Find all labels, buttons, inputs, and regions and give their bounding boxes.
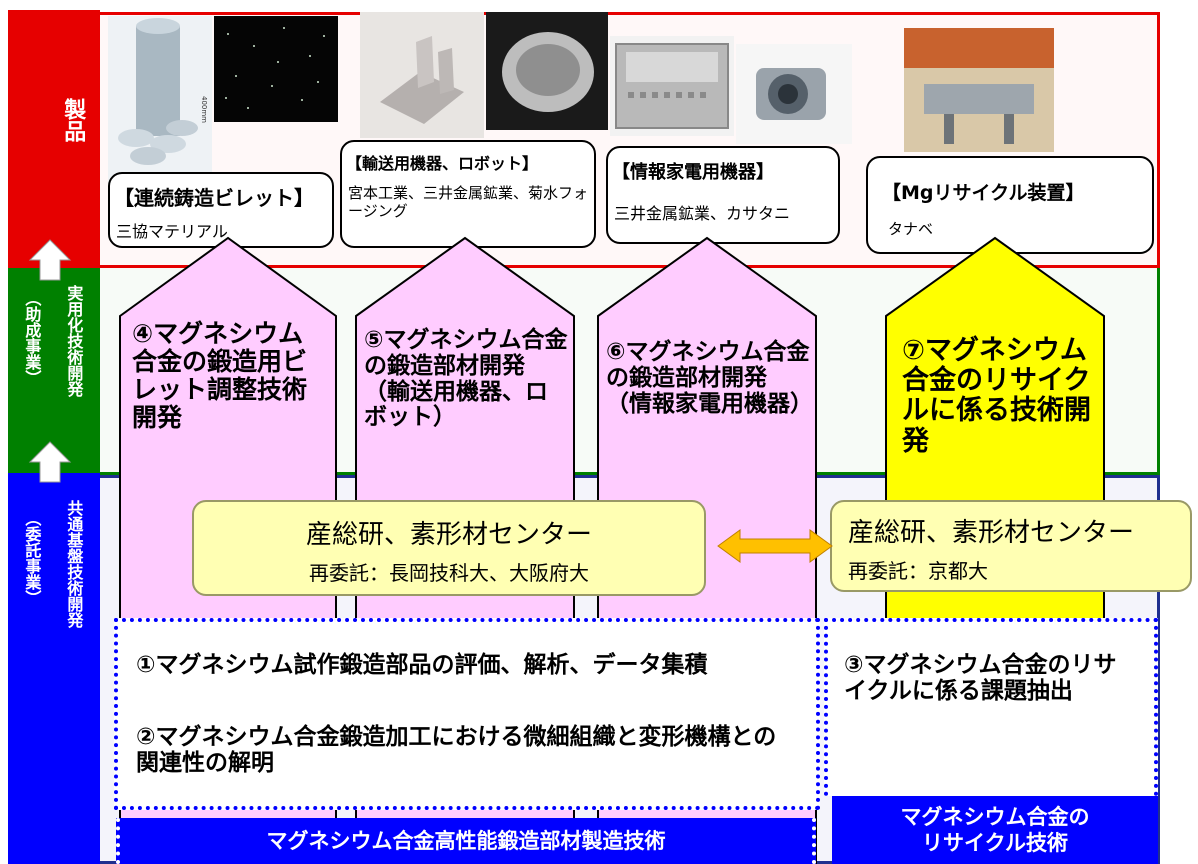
- tasks-box-right: ③マグネシウム合金のリサイクルに係る課題抽出: [824, 618, 1158, 796]
- product-title: 【連続鋳造ビレット】: [114, 186, 314, 210]
- product-company: 三井金属鉱業、カサタニ: [614, 204, 791, 223]
- billet-photo: 400mm 145mm: [108, 16, 212, 186]
- center-right-line2: 再委託：京都大: [848, 559, 988, 583]
- product-title: 【Mgリサイクル装置】: [882, 182, 1085, 204]
- product-box-billet: 【連続鋳造ビレット】 三協マテリアル: [108, 172, 334, 248]
- center-box-right: 産総研、素形材センター 再委託：京都大: [830, 500, 1192, 592]
- tasks-box-left: ①マグネシウム試作鍛造部品の評価、解析、データ集積 ②マグネシウム合金鍛造加工に…: [114, 618, 820, 810]
- arrow-7-label: ⑦マグネシウム合金のリサイクルに係る技術開発: [902, 335, 1091, 457]
- practical-sublabel: （助成事業）: [22, 290, 42, 386]
- forged-part-photo: [360, 12, 484, 138]
- product-band-bar: [8, 10, 100, 268]
- practical-label: 実用化技術開発: [64, 285, 84, 397]
- product-label: 製品: [60, 98, 86, 142]
- arrow-5-label: ⑤マグネシウム合金の鍛造部材開発（輸送用機器、ロボット）: [364, 327, 568, 431]
- product-company: タナベ: [888, 220, 934, 238]
- recycling-plant-photo: [904, 28, 1054, 152]
- center-right-line1: 産総研、素形材センター: [848, 518, 1135, 548]
- bottom-tab-recycling: マグネシウム合金のリサイクル技術: [832, 796, 1158, 864]
- common-sublabel: （委託事業）: [22, 510, 42, 606]
- arrow-6-label: ⑥マグネシウム合金の鍛造部材開発（情報家電用機器）: [606, 339, 813, 417]
- double-arrow-icon: [717, 529, 833, 563]
- center-box-left: 産総研、素形材センター 再委託：長岡技科大、大阪府大: [192, 500, 706, 596]
- center-left-line2: 再委託：長岡技科大、大阪府大: [309, 561, 589, 585]
- microstructure-photo: [214, 16, 338, 122]
- arrow-4-label: ④マグネシウム合金の鍛造用ビレット調整技術開発: [132, 319, 308, 432]
- product-box-recycling: 【Mgリサイクル装置】 タナベ: [866, 156, 1154, 254]
- piston-photo: [486, 12, 608, 130]
- product-title: 【情報家電用機器】: [612, 162, 774, 183]
- up-arrow-icon: [28, 441, 72, 483]
- task-3: ③マグネシウム合金のリサイクルに係る課題抽出: [844, 652, 1117, 704]
- center-left-line1: 産総研、素形材センター: [305, 520, 592, 550]
- product-company: 三協マテリアル: [116, 222, 228, 241]
- task-1: ①マグネシウム試作鍛造部品の評価、解析、データ集積: [136, 652, 708, 678]
- product-company: 宮本工業、三井金属鉱業、菊水フォージング: [348, 184, 589, 220]
- product-title: 【輸送用機器、ロボット】: [346, 154, 539, 173]
- bottom-tab-forging: マグネシウム合金高性能鍛造部材製造技術: [116, 818, 816, 864]
- common-band-bar: [8, 473, 100, 864]
- product-box-transport: 【輸送用機器、ロボット】 宮本工業、三井金属鉱業、菊水フォージング: [340, 140, 596, 248]
- camera-photo: [736, 44, 852, 144]
- task-2: ②マグネシウム合金鍛造加工における微細組織と変形機構との関連性の解明: [136, 724, 777, 776]
- housing-photo: [610, 36, 734, 136]
- product-box-appliance: 【情報家電用機器】 三井金属鉱業、カサタニ: [606, 146, 840, 244]
- up-arrow-icon: [28, 239, 72, 281]
- common-label: 共通基盤技術開発: [64, 500, 84, 628]
- practical-band-bar: [8, 268, 100, 473]
- dim-height-label: 400mm: [200, 96, 208, 123]
